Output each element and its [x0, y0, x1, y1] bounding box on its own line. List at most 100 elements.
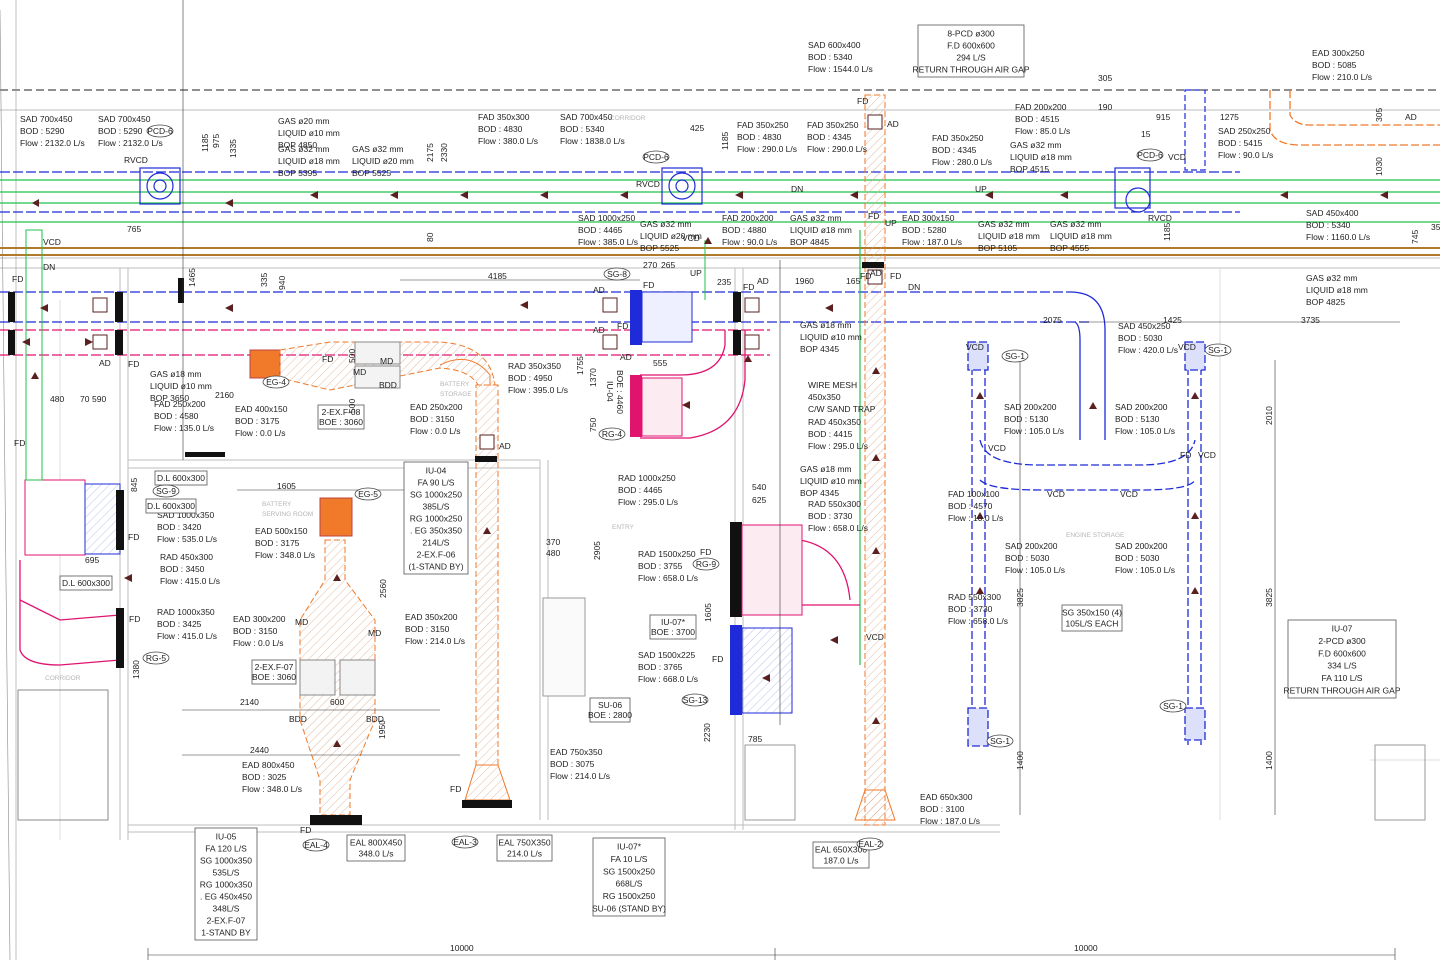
- box-line: RETURN THROUGH AIR GAP: [1284, 685, 1401, 695]
- dimension-value: 1465: [187, 268, 197, 287]
- duct-label-line: SAD 200x200: [1115, 541, 1168, 551]
- box-line: F.D 600x600: [1318, 648, 1366, 658]
- dimension-value: 2440: [250, 745, 269, 755]
- duct-label-line: BOD : 5340: [1306, 220, 1351, 230]
- box-line: . EG 450x450: [200, 891, 252, 901]
- duct-label-line: Flow : 90.0 L/s: [722, 237, 777, 247]
- room-name: ENGINE STORAGE: [1066, 532, 1125, 539]
- damper-label: VCD: [1198, 450, 1216, 460]
- damper-label: FD: [712, 654, 723, 664]
- tag-outline: [603, 267, 631, 281]
- room-name: CORRIDOR: [45, 675, 81, 682]
- dimension-value: 1400: [1015, 751, 1025, 770]
- grille-tag: SG-1: [986, 734, 1014, 748]
- dimension-value: 750: [588, 418, 598, 432]
- duct-label-line: Flow : 290.0 L/s: [807, 144, 867, 154]
- duct-label-line: BOD : 5030: [1115, 553, 1160, 563]
- duct-label-line: BOD : 3175: [235, 416, 280, 426]
- grille-tag: SG-13: [681, 693, 709, 707]
- duct-label-line: Flow : 668.0 L/s: [638, 674, 698, 684]
- duct-label-line: GAS ø18 mm: [150, 369, 201, 379]
- duct-label-line: EAD 500x150: [255, 526, 308, 536]
- duct-label-line: EAD 350x200: [405, 612, 458, 622]
- damper-label: VCD: [43, 237, 61, 247]
- duct-label-line: LIQUID ø18 mm: [278, 156, 340, 166]
- duct-label-line: BOP 4555: [1050, 243, 1089, 253]
- grille-tag: RG-9: [692, 557, 720, 571]
- tag-outline: [451, 835, 479, 849]
- tag-outline: [142, 651, 170, 665]
- duct-label-line: Flow : 105.0 L/s: [1115, 426, 1175, 436]
- tag-text: SG-8: [607, 269, 627, 279]
- box-frame: [649, 614, 697, 640]
- box-line: D.L 600x300: [62, 578, 110, 588]
- damper-label: VCD: [966, 342, 984, 352]
- dimension-value: 2560: [378, 579, 388, 598]
- box-line: SU-06 (STAND BY): [592, 903, 666, 913]
- duct-label-line: FAD 350x250: [737, 120, 789, 130]
- box-frame: [403, 461, 469, 575]
- dimension-value: 305: [1098, 73, 1112, 83]
- duct-label-line: BOP 4515: [1010, 164, 1049, 174]
- dimension-value: 15: [1141, 129, 1151, 139]
- box-frame: [1287, 619, 1397, 699]
- duct-label-line: Flow : 1838.0 L/s: [560, 136, 625, 146]
- damper-label: VCD: [866, 632, 884, 642]
- duct-label-line: LIQUID ø18 mm: [790, 225, 852, 235]
- tag-text: EG-4: [266, 377, 286, 387]
- duct-label-line: FAD 250x200: [154, 399, 206, 409]
- duct-label-line: BOD : 5130: [1115, 414, 1160, 424]
- room-name: BATTERY: [262, 501, 292, 508]
- box-line: D.L 600x300: [157, 473, 205, 483]
- damper-label: AD: [1405, 112, 1417, 122]
- tag-text: SG-1: [1163, 701, 1183, 711]
- box-line: . EG 350x350: [410, 525, 462, 535]
- box-frame: [59, 575, 113, 591]
- duct-label-line: Flow : 395.0 L/s: [508, 385, 568, 395]
- duct-label-line: BOD : 4345: [932, 145, 977, 155]
- tag-outline: [1204, 343, 1232, 357]
- dimension-value: 2010: [1264, 406, 1274, 425]
- tag-outline: [354, 487, 382, 501]
- flow-arrows: [22, 191, 1388, 747]
- grille-tag: SG-1: [1001, 349, 1029, 363]
- box-line: RG 1500x250: [603, 891, 656, 901]
- duct-label-line: LIQUID ø18 mm: [978, 231, 1040, 241]
- duct-label-line: Flow : 214.0 L/s: [405, 636, 465, 646]
- damper-label: FD: [128, 359, 139, 369]
- tag-text: PCD-6: [147, 126, 173, 136]
- dimension-value: 625: [752, 495, 766, 505]
- duct-label-line: GAS ø32 mm: [352, 144, 403, 154]
- damper-label: BDD: [289, 714, 307, 724]
- dimension-value: 500: [347, 399, 357, 413]
- dimension-lines: [147, 0, 1400, 960]
- box-line: 2-EX.F-08: [322, 407, 361, 417]
- damper-label: AD: [99, 358, 111, 368]
- damper-label: UP: [885, 218, 897, 228]
- dimension-value: 480: [546, 548, 560, 558]
- damper-label: VCD: [988, 443, 1006, 453]
- duct-label-line: Flow : 658.0 L/s: [948, 616, 1008, 626]
- ead-exhaust-duct-right: [1269, 90, 1440, 146]
- duct-label-line: RAD 1000x250: [618, 473, 676, 483]
